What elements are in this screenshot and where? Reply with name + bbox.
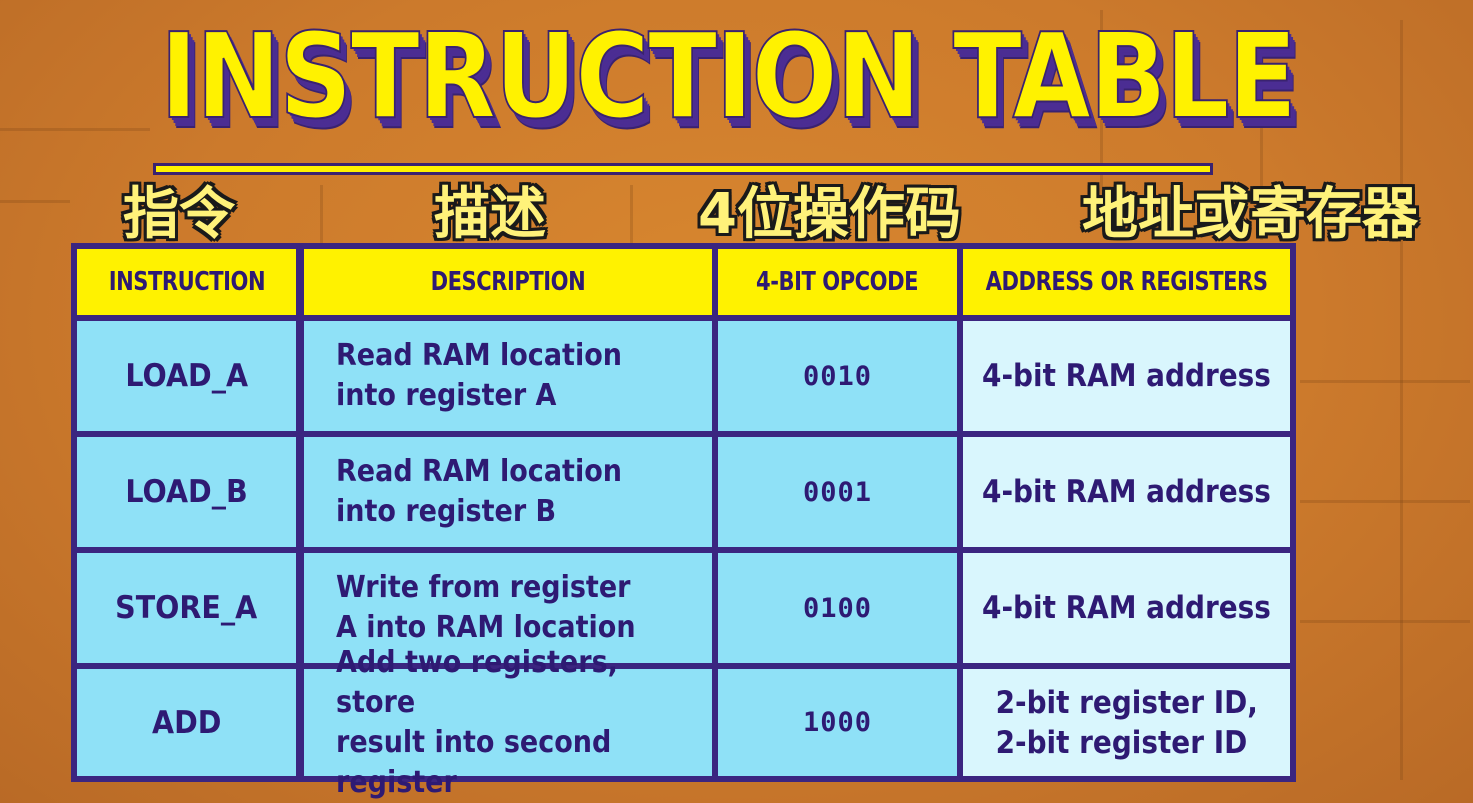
- address-value: 4-bit RAM address: [982, 474, 1271, 510]
- table-row-3-opcode: 0100: [718, 553, 957, 663]
- table-row-2-opcode: 0001: [718, 437, 957, 547]
- table-row-2-description: Read RAM location into register B: [304, 437, 712, 547]
- address-value: 2-bit register ID, 2-bit register ID: [995, 684, 1258, 761]
- instruction-table: INSTRUCTION DESCRIPTION 4-BIT OPCODE ADD…: [71, 243, 1296, 800]
- title-underline: [153, 163, 1213, 175]
- cn-label-opcode: 4位操作码: [698, 182, 961, 247]
- address-value: 4-bit RAM address: [982, 358, 1271, 394]
- instruction-description: Read RAM location into register A: [336, 338, 622, 413]
- instruction-description: Write from register A into RAM location: [336, 570, 636, 645]
- table-row-4-address: 2-bit register ID, 2-bit register ID: [963, 669, 1290, 776]
- page-title: INSTRUCTION TABLE: [159, 6, 1298, 146]
- table-row-1-instruction: LOAD_A: [77, 321, 296, 431]
- table-row-2-instruction: LOAD_B: [77, 437, 296, 547]
- cn-label-instruction: 指令: [123, 182, 235, 247]
- table-row-4-instruction: ADD: [77, 669, 296, 776]
- instruction-name: LOAD_B: [125, 474, 248, 510]
- cn-label-address: 地址或寄存器: [1082, 182, 1418, 247]
- instruction-description: Read RAM location into register B: [336, 454, 622, 529]
- header-opcode-label: 4-BIT OPCODE: [756, 267, 919, 297]
- header-address: ADDRESS OR REGISTERS: [963, 249, 1290, 315]
- opcode-value: 0100: [802, 592, 873, 624]
- table-row-1-description: Read RAM location into register A: [304, 321, 712, 431]
- instruction-description: Add two registers, store result into sec…: [336, 644, 618, 800]
- header-description: DESCRIPTION: [304, 249, 712, 315]
- instruction-name: STORE_A: [115, 590, 258, 626]
- opcode-value: 1000: [802, 707, 873, 738]
- header-opcode: 4-BIT OPCODE: [718, 249, 957, 315]
- header-instruction-label: INSTRUCTION: [108, 267, 265, 297]
- cn-label-description: 描述: [434, 182, 546, 247]
- table-row-1-address: 4-bit RAM address: [963, 321, 1290, 431]
- table-row-4-description: Add two registers, store result into sec…: [304, 645, 712, 800]
- table-row-1-opcode: 0010: [718, 321, 957, 431]
- instruction-name: LOAD_A: [125, 358, 248, 394]
- opcode-value: 0010: [802, 360, 873, 392]
- table-row-3-description: Write from register A into RAM location: [304, 553, 712, 663]
- address-value: 4-bit RAM address: [982, 590, 1271, 626]
- header-address-label: ADDRESS OR REGISTERS: [985, 267, 1268, 297]
- header-description-label: DESCRIPTION: [430, 267, 586, 297]
- table-row-2-address: 4-bit RAM address: [963, 437, 1290, 547]
- table-row-3-address: 4-bit RAM address: [963, 553, 1290, 663]
- table-row-3-instruction: STORE_A: [77, 553, 296, 663]
- header-instruction: INSTRUCTION: [77, 249, 296, 315]
- instruction-name: ADD: [151, 704, 222, 741]
- table-row-4-opcode: 1000: [718, 669, 957, 776]
- opcode-value: 0001: [802, 476, 873, 508]
